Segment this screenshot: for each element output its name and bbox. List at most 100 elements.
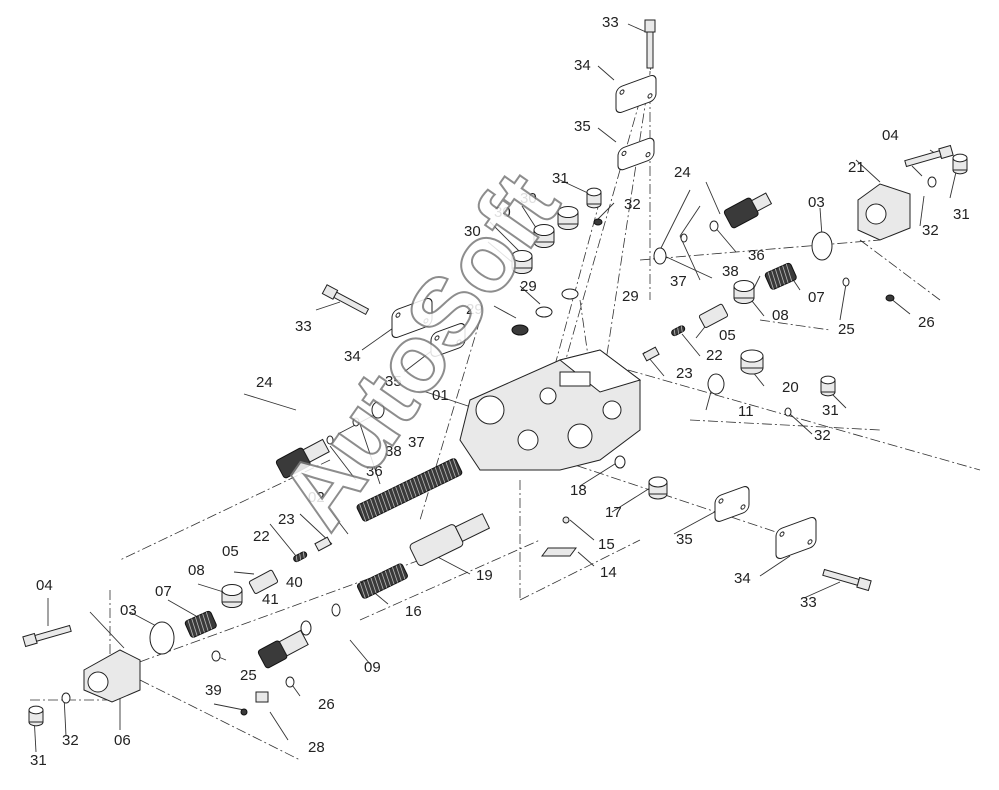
leader-line <box>627 23 647 33</box>
leader-line <box>789 413 813 435</box>
callout-label: 34 <box>734 570 751 587</box>
parts <box>22 19 968 727</box>
callout-label: 31 <box>822 402 839 419</box>
callout-label: 35 <box>385 373 402 390</box>
o-ring <box>352 417 360 427</box>
callout-label: 01 <box>432 387 449 404</box>
leader-line <box>855 159 881 183</box>
callout-label: 03 <box>120 602 137 619</box>
leader-line <box>839 283 847 321</box>
leader-line <box>819 207 823 237</box>
callout-label: 22 <box>253 528 270 545</box>
center-line <box>119 459 331 561</box>
callout-label: 34 <box>344 348 361 365</box>
pin <box>562 516 570 524</box>
o-ring <box>707 373 725 395</box>
bolt <box>22 624 72 648</box>
sleeve <box>409 513 491 566</box>
callout-label: 14 <box>600 564 617 581</box>
o-ring <box>285 676 295 688</box>
center-line <box>627 369 981 471</box>
callout-label: 32 <box>922 222 939 239</box>
center-line <box>859 239 941 301</box>
callout-label: 21 <box>848 159 865 176</box>
leader-line <box>673 507 723 535</box>
callout-label: 33 <box>800 594 817 611</box>
callout-label: 36 <box>366 463 383 480</box>
leader-line <box>519 285 541 305</box>
callout-label: 08 <box>188 562 205 579</box>
o-ring <box>614 455 626 469</box>
pin <box>642 346 660 362</box>
o-ring <box>326 435 334 445</box>
spring <box>184 610 217 638</box>
leader-line <box>167 599 197 617</box>
leader-line <box>243 393 297 411</box>
cover-plate <box>615 74 657 114</box>
callout-label: 31 <box>30 752 47 769</box>
plunger <box>698 303 729 328</box>
callout-label: 30 <box>494 204 511 221</box>
callout-label: 05 <box>719 327 736 344</box>
callout-label: 23 <box>278 511 295 528</box>
callout-label: 29 <box>466 301 483 318</box>
center-line <box>419 319 481 521</box>
center-line <box>519 539 641 601</box>
leader-line <box>597 127 617 143</box>
callout-label: 04 <box>36 577 53 594</box>
leader-line <box>679 205 701 237</box>
valve-body <box>459 349 642 471</box>
cover-plate <box>775 516 817 560</box>
center-line <box>559 99 641 381</box>
center-line <box>759 319 831 331</box>
gasket <box>714 486 750 522</box>
callout-label: 26 <box>918 314 935 331</box>
leader-line <box>713 225 737 253</box>
o-ring <box>535 306 553 318</box>
o-ring <box>842 277 850 287</box>
leader-line <box>659 189 691 251</box>
callout-label: 18 <box>570 482 587 499</box>
callout-label: 04 <box>882 127 899 144</box>
leader-line <box>89 611 125 649</box>
callout-label: 35 <box>676 531 693 548</box>
center-line <box>689 419 881 431</box>
callout-label: 40 <box>286 574 303 591</box>
callout-label: 25 <box>240 667 257 684</box>
o-ring <box>211 650 221 662</box>
callout-label: 41 <box>262 591 279 608</box>
leader-line <box>659 253 713 279</box>
callout-label: 38 <box>385 443 402 460</box>
callout-label: 20 <box>782 379 799 396</box>
o-ring <box>653 247 667 265</box>
bolt <box>822 568 872 592</box>
end-housing <box>857 183 911 241</box>
bolt <box>644 19 656 69</box>
seal-ring <box>593 218 603 226</box>
center-line <box>599 59 653 401</box>
o-ring <box>331 603 341 617</box>
leader-line <box>315 301 341 311</box>
callout-label: 31 <box>953 206 970 223</box>
leader-line <box>681 333 701 357</box>
o-ring <box>811 231 833 261</box>
leader-line <box>569 519 595 541</box>
leader-line <box>911 165 923 177</box>
o-ring <box>561 288 579 300</box>
leader-line <box>679 235 701 281</box>
callout-label: 30 <box>464 223 481 240</box>
callout-label: 02 <box>308 489 325 506</box>
gasket <box>617 137 655 171</box>
callout-label: 19 <box>476 567 493 584</box>
leader-line <box>489 221 521 253</box>
callout-label: 23 <box>676 365 693 382</box>
o-ring <box>61 692 71 704</box>
valve-cartridge <box>257 629 309 669</box>
ball <box>240 708 248 716</box>
callout-label: 24 <box>674 164 691 181</box>
leader-line <box>949 171 957 199</box>
spring <box>357 563 408 599</box>
leader-line <box>327 507 349 535</box>
leader-line <box>487 241 513 263</box>
